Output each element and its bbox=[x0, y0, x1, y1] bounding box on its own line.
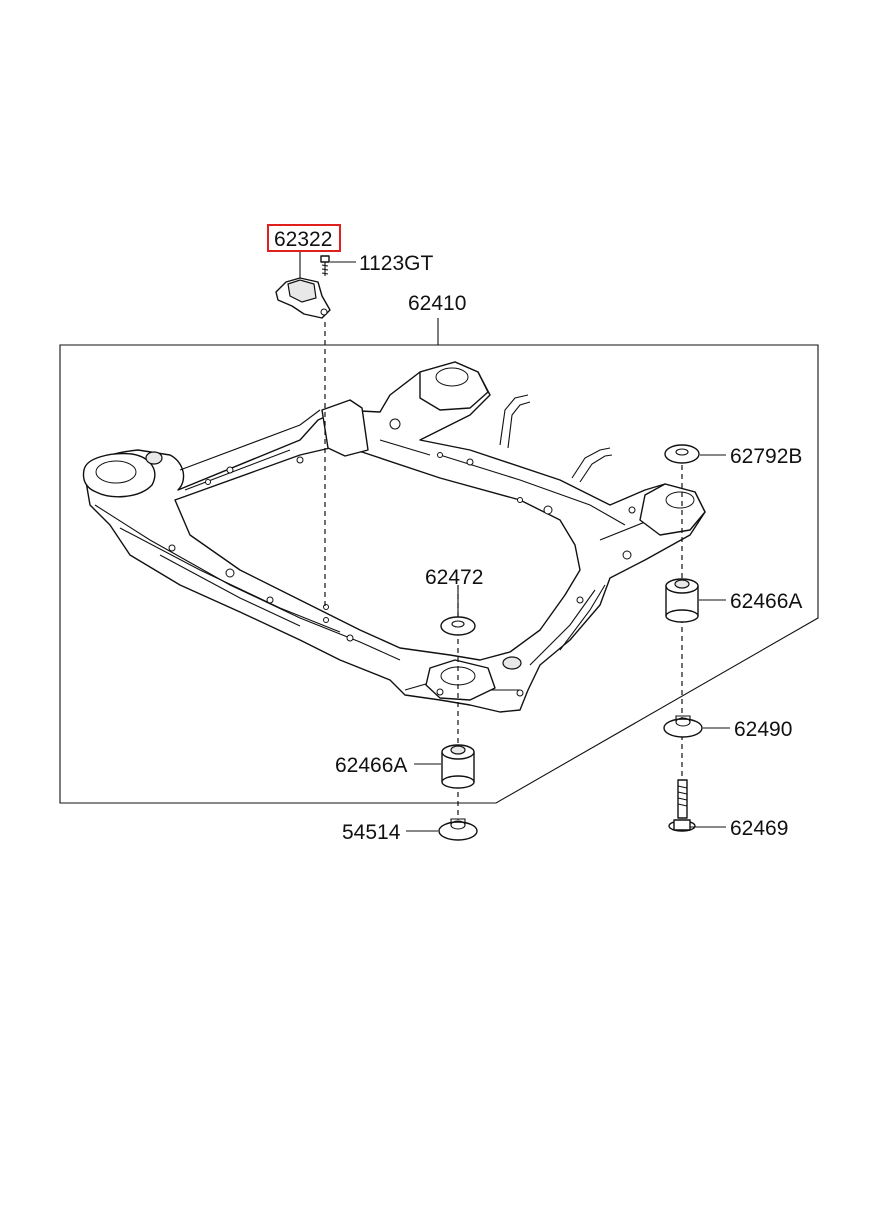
label-62322[interactable]: 62322 bbox=[274, 228, 332, 251]
upper-stopper-62792B[interactable] bbox=[664, 444, 700, 464]
bracket-62322[interactable] bbox=[275, 277, 331, 319]
label-62472[interactable]: 62472 bbox=[425, 566, 483, 589]
label-62410[interactable]: 62410 bbox=[408, 292, 466, 315]
crossmember-62410[interactable] bbox=[82, 361, 706, 713]
label-54514[interactable]: 54514 bbox=[342, 821, 401, 844]
label-62792B[interactable]: 62792B bbox=[730, 445, 802, 468]
bush-front-62466A[interactable] bbox=[441, 744, 475, 789]
label-62466A-right[interactable]: 62466A bbox=[730, 590, 802, 613]
washer-62490[interactable] bbox=[663, 715, 703, 738]
bush-right-62466A[interactable] bbox=[665, 578, 699, 623]
highlight-box-62322 bbox=[267, 224, 341, 252]
nut-54514[interactable] bbox=[438, 818, 478, 841]
bolt-1123GT[interactable] bbox=[320, 255, 330, 276]
assembly-outline bbox=[59, 344, 819, 804]
label-62490[interactable]: 62490 bbox=[734, 718, 792, 741]
label-62469[interactable]: 62469 bbox=[730, 817, 788, 840]
label-1123GT[interactable]: 1123GT bbox=[359, 252, 433, 275]
bolt-long-62469[interactable] bbox=[668, 779, 696, 832]
label-62466A-front[interactable]: 62466A bbox=[335, 754, 407, 777]
front-stopper-62472[interactable] bbox=[440, 616, 476, 636]
